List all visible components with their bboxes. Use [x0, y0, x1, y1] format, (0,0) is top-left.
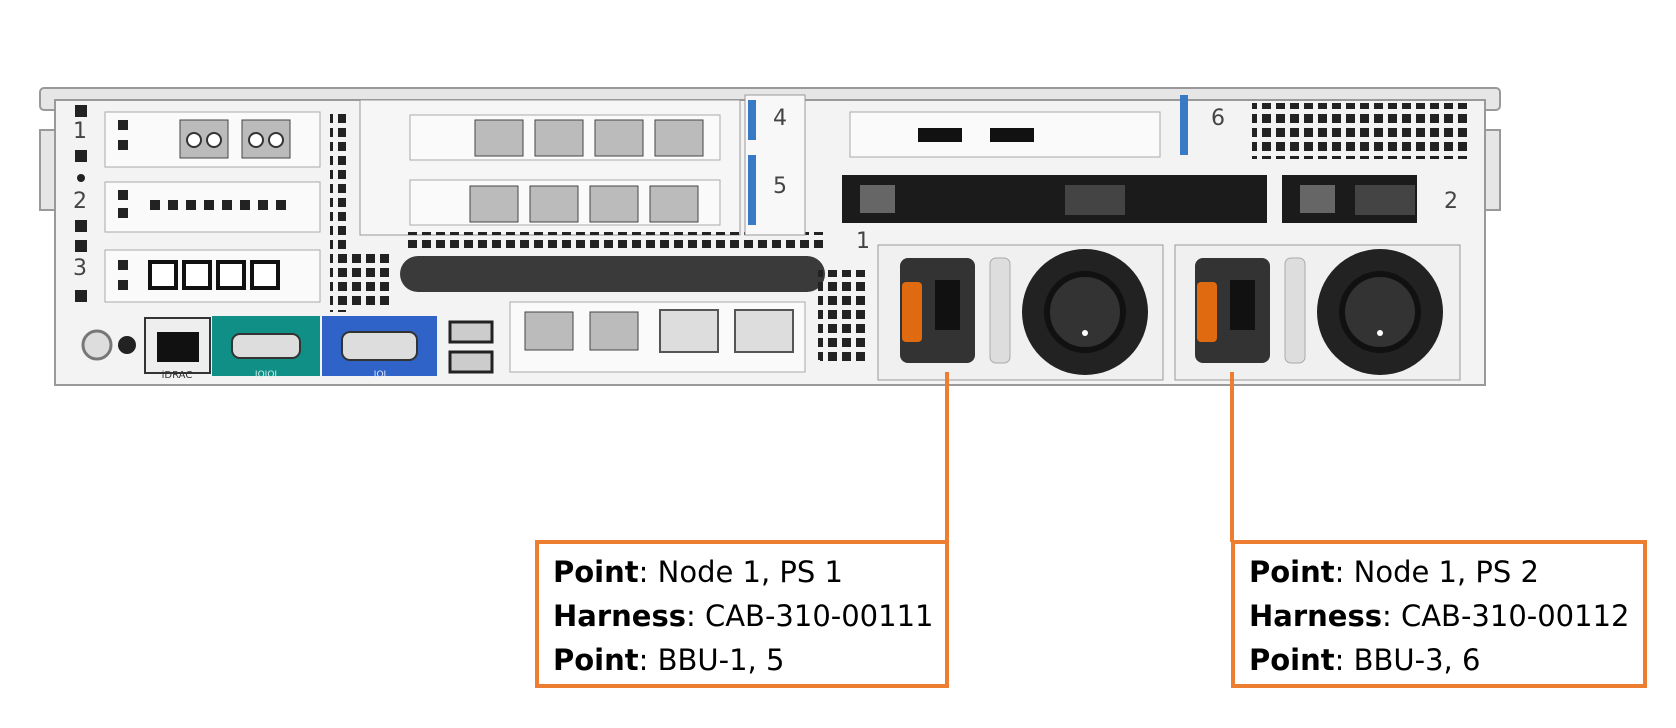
power-supply-2: [1174, 244, 1461, 381]
psu-bay-number-2: 2: [1444, 189, 1458, 214]
middle-riser: [359, 99, 825, 292]
slot3-ports: [148, 260, 280, 290]
usb-port-1: [448, 320, 494, 344]
slot-number-6: 6: [1211, 106, 1225, 131]
slot-number-1: 1: [73, 119, 87, 144]
slot-number-5: 5: [773, 174, 787, 199]
psu-bay-number-1: 1: [856, 229, 870, 254]
cable-bar: [400, 256, 825, 292]
power-supply-1: [877, 244, 1164, 381]
slot-number-4: 4: [773, 106, 787, 131]
bottom-right-vents: [820, 300, 870, 362]
slot-number-3: 3: [73, 256, 87, 281]
leader-line-ps2: [1230, 372, 1234, 542]
callout-row: Harness: CAB-310-00112: [1249, 599, 1630, 633]
callout-ps1: Point: Node 1, PS 1 Harness: CAB-310-001…: [535, 540, 949, 688]
callout-row: Point: BBU-1, 5: [553, 643, 785, 677]
callout-row: Harness: CAB-310-00111: [553, 599, 934, 633]
callout-row: Point: Node 1, PS 2: [1249, 555, 1539, 589]
riser-fiber-ports: [469, 119, 704, 223]
left-riser: 1 2 3: [73, 105, 321, 303]
power-button: [81, 329, 113, 361]
vent-row: [405, 232, 825, 248]
riser-slot-6: 6: [849, 95, 1472, 159]
io-panel: iDRAC IOIOI IOI: [81, 300, 870, 381]
slot2-ports: [150, 200, 286, 210]
psu-latch-bar: [842, 175, 1417, 223]
ps1-inlet-latch: [902, 282, 922, 342]
svg-text:IOIOI: IOIOI: [255, 370, 277, 380]
usb-port-2: [448, 350, 494, 374]
leader-line-ps1: [945, 372, 949, 542]
top-right-vents: [1252, 103, 1472, 159]
callout-row: Point: BBU-3, 6: [1249, 643, 1481, 677]
callout-row: Point: Node 1, PS 1: [553, 555, 843, 589]
slot-number-2: 2: [73, 189, 87, 214]
vent-block: [330, 250, 390, 310]
ps2-inlet-latch: [1197, 282, 1217, 342]
slot1-fiber-ports: [179, 119, 291, 159]
callout-ps2: Point: Node 1, PS 2 Harness: CAB-310-001…: [1231, 540, 1647, 688]
riser-slots-4-5: 4 5: [744, 94, 806, 236]
svg-text:iDRAC: iDRAC: [162, 370, 193, 381]
svg-text:IOI: IOI: [374, 370, 386, 380]
